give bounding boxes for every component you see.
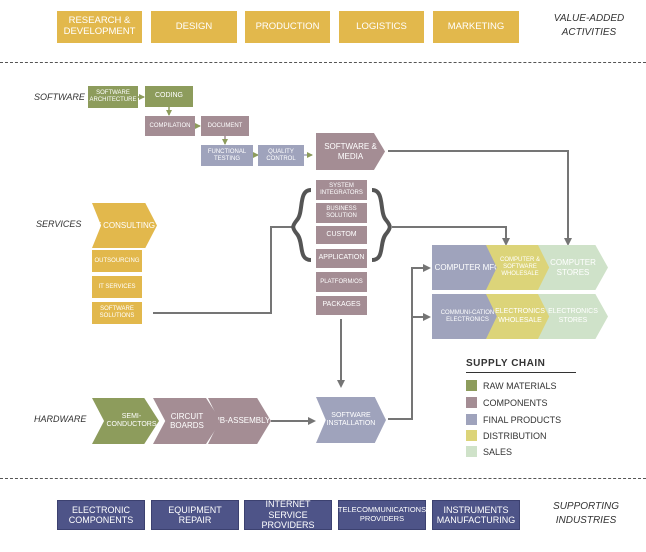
legend-item-raw-materials: Raw materials [466,380,557,391]
legend-item-sales: Sales [466,446,512,457]
legend-swatch [466,397,477,408]
legend-label: Distribution [483,430,547,441]
value-added-design: Design [151,11,237,43]
compilation: Compilation [145,116,195,136]
it-consulting: IT consulting [92,203,157,248]
value-added-production: Production [245,11,330,43]
legend-swatch [466,446,477,457]
platform-os: Platform/OS [316,272,367,292]
custom: Custom [316,226,367,244]
business-solution: Business solution [316,203,367,223]
legend-swatch [466,414,477,425]
value-added-rd: Research & Development [57,11,142,43]
software-architecture: Software architecture [88,86,138,108]
document: Document [201,116,249,136]
bottom-divider [0,478,646,479]
quality-control: Quality control [258,145,304,166]
legend-item-final-products: Final products [466,414,561,425]
legend-label: Final products [483,414,562,425]
system-integrators: System integrators [316,180,367,200]
functional-testing: Functional testing [201,145,253,166]
legend-label: Raw materials [483,380,557,391]
supporting-electronic-components: Electronic components [57,500,145,530]
electronics-stores: Electronics stores [538,294,608,339]
supporting-instruments-manufacturing: Instruments manufacturing [432,500,520,530]
legend-title: Supply chain [466,358,546,369]
supporting-equipment-repair: Equipment repair [151,500,239,530]
outsourcing: Outsourcing [92,250,142,272]
row-label-software: Software [34,92,85,102]
top-divider [0,62,646,63]
legend-rule [466,372,576,373]
legend-label: Sales [483,446,513,457]
it-services: IT services [92,276,142,298]
application: Application [316,249,367,268]
software-media: Software & media [316,133,385,170]
supporting-label: Supporting industries [553,501,619,526]
supporting-telecom-providers: Telecommunications providers [338,500,426,530]
packages: Packages [316,296,367,315]
legend-label: Components [483,397,548,408]
legend-item-distribution: Distribution [466,430,547,441]
legend-item-components: Components [466,397,548,408]
coding: Coding [145,86,193,107]
computer-stores: Computer stores [538,245,608,290]
legend-swatch [466,380,477,391]
value-added-logistics: Logistics [339,11,424,43]
legend-swatch [466,430,477,441]
value-added-label: Value-added activities [553,13,625,38]
row-label-services: Services [36,219,82,229]
software-installation: Software installation [316,397,386,443]
supporting-internet-providers: Internet service providers [244,499,332,530]
software-solutions: Software solutions [92,302,142,324]
row-label-hardware: Hardware [34,414,87,424]
value-added-marketing: Marketing [433,11,519,43]
